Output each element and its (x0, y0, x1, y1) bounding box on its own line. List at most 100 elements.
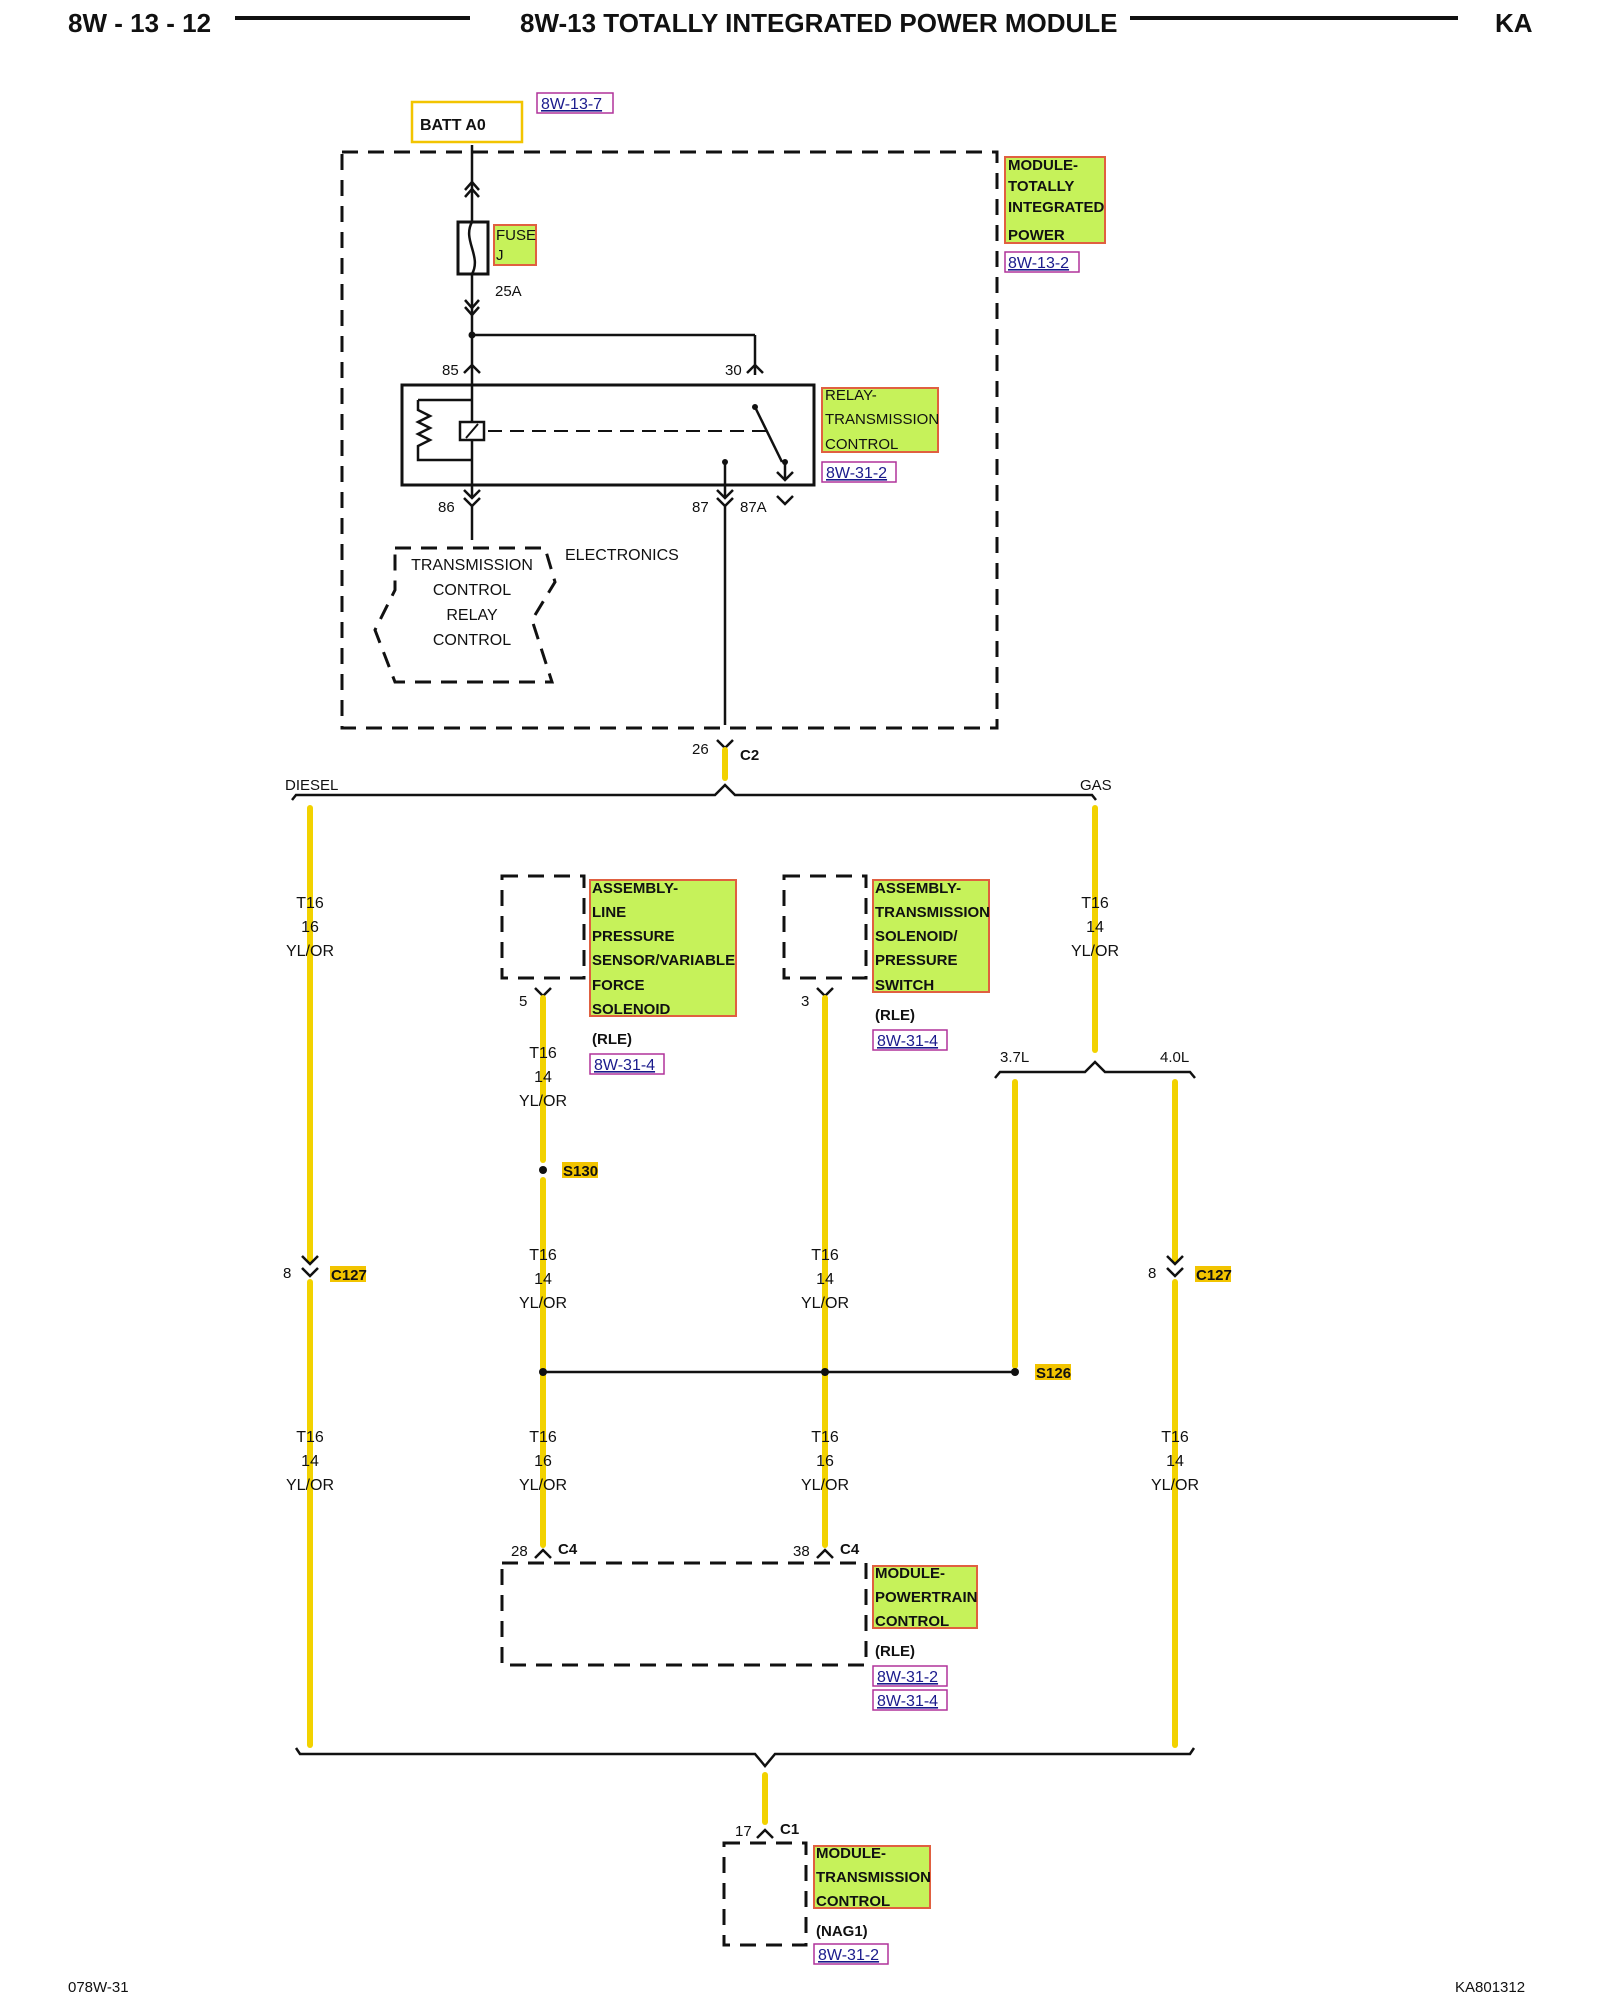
pcm-ref2-link[interactable]: 8W-31-4 (877, 1693, 938, 1710)
gas-upper-gauge: 14 (1086, 919, 1104, 936)
fuse-callout (493, 224, 537, 266)
fuse-rating: 25A (495, 283, 522, 300)
diesel-label: DIESEL (285, 777, 338, 794)
engine-40l-label: 4.0L (1160, 1049, 1189, 1066)
bus-node-mid1 (539, 1368, 547, 1376)
tcm-callout (813, 1845, 931, 1909)
tcm-box (722, 1841, 808, 1947)
lp-pin: 5 (519, 993, 527, 1010)
right-lower-gauge: 14 (1166, 1453, 1184, 1470)
lp-line2: LINE (592, 904, 626, 921)
mid1-mid-gauge: 14 (534, 1271, 552, 1288)
right-lower-circuit: T16 (1161, 1429, 1189, 1446)
resistor-symbol (415, 400, 472, 462)
bottom-merge-bracket (294, 1747, 1196, 1768)
pcm-ref1-link[interactable]: 8W-31-2 (877, 1669, 938, 1686)
tcm-pin: 17 (735, 1823, 752, 1840)
ts-line1: ASSEMBLY- (875, 880, 961, 897)
fuse-label: FUSE (496, 227, 536, 244)
tcrc-line2: CONTROL (433, 582, 511, 599)
pcm-ref2-box (872, 1689, 948, 1711)
c127-right-box (1195, 1266, 1231, 1282)
ts-variant: (RLE) (875, 1007, 915, 1024)
power-module-line1: MODULE- (1008, 157, 1078, 174)
left-upper-gauge: 16 (301, 919, 319, 936)
tcm-ref-box (813, 1943, 889, 1965)
tcrc-line1: TRANSMISSION (411, 557, 533, 574)
c127-right-terminal (1166, 1255, 1184, 1278)
mid2-mid-gauge: 14 (816, 1271, 834, 1288)
power-module-box (340, 150, 999, 730)
pcm-pin1-terminal (534, 1548, 552, 1559)
fuse-top-terminal (464, 180, 480, 198)
ts-switch-box (782, 874, 868, 980)
vehicle-code: KA (1495, 8, 1533, 38)
pcm-pin2-terminal (816, 1548, 834, 1559)
engine-37l-label: 3.7L (1000, 1049, 1029, 1066)
s126-label: S126 (1036, 1365, 1071, 1382)
ts-terminal (816, 987, 834, 998)
page-title: 8W-13 TOTALLY INTEGRATED POWER MODULE (520, 8, 1118, 38)
engine-split-bracket (994, 1060, 1196, 1079)
tcm-line2: TRANSMISSION (816, 1869, 931, 1886)
tcrc-electronics-block (373, 546, 557, 684)
tcm-ref-link[interactable]: 8W-31-2 (818, 1947, 879, 1964)
left-upper-circuit: T16 (296, 895, 324, 912)
c127-right-pin: 8 (1148, 1265, 1156, 1282)
relay-bottom-terminals (463, 471, 794, 500)
power-module-ref-box (1004, 251, 1080, 273)
tcm-terminal (756, 1828, 774, 1839)
power-module-line4: POWER (1008, 227, 1065, 244)
left-upper-color: YL/OR (286, 943, 334, 960)
power-module-line3: INTEGRATED (1008, 199, 1105, 216)
batt-ref-box (536, 92, 614, 114)
left-lower-gauge: 14 (301, 1453, 319, 1470)
batt-ref-link[interactable]: 8W-13-7 (541, 96, 602, 113)
footer-right: KA801312 (1455, 1979, 1525, 1996)
tcrc-line4: CONTROL (433, 632, 511, 649)
pin87a-terminal (776, 495, 794, 506)
lp-ref-link[interactable]: 8W-31-4 (594, 1057, 655, 1074)
relay-pin-86: 86 (438, 499, 455, 516)
pcm-conn2: C4 (840, 1541, 860, 1558)
relay-switch-arm (753, 406, 784, 463)
s130-splice (539, 1166, 547, 1174)
relay-ref-link[interactable]: 8W-31-2 (826, 465, 887, 482)
lp-line5: FORCE (592, 977, 645, 994)
tcm-line1: MODULE- (816, 1845, 886, 1862)
diesel-gas-bracket (291, 783, 1097, 801)
pcm-line2: POWERTRAIN (875, 1589, 978, 1606)
pcm-line1: MODULE- (875, 1565, 945, 1582)
mid2-lower-circuit: T16 (811, 1429, 839, 1446)
pcm-variant: (RLE) (875, 1643, 915, 1660)
gas-upper-color: YL/OR (1071, 943, 1119, 960)
s130-box (562, 1162, 598, 1178)
bus-node-37l (1011, 1368, 1019, 1376)
c127-left-label: C127 (331, 1267, 367, 1284)
relay-pin-87: 87 (692, 499, 709, 516)
pcm-box (500, 1561, 868, 1667)
ts-ref-link[interactable]: 8W-31-4 (877, 1033, 938, 1050)
pcm-callout (872, 1565, 978, 1629)
lp-sensor-box (500, 874, 586, 980)
c2-terminal (716, 739, 734, 750)
pcm-line3: CONTROL (875, 1613, 949, 1630)
c127-left-terminal (301, 1255, 319, 1278)
power-module-ref-link[interactable]: 8W-13-2 (1008, 255, 1069, 272)
batt-box (410, 100, 524, 144)
ts-switch-callout (872, 879, 990, 993)
pcm-conn1: C4 (558, 1541, 578, 1558)
s126-box (1035, 1364, 1071, 1380)
relay-line3: CONTROL (825, 436, 898, 453)
ts-line3: SOLENOID/ (875, 928, 958, 945)
mid2-lower-gauge: 16 (816, 1453, 834, 1470)
mid1-lower-color: YL/OR (519, 1477, 567, 1494)
left-lower-color: YL/OR (286, 1477, 334, 1494)
relay-pin-85: 85 (442, 362, 459, 379)
lp-sensor-callout (589, 879, 737, 1017)
lp-line6: SOLENOID (592, 1001, 671, 1018)
right-lower-color: YL/OR (1151, 1477, 1199, 1494)
ts-line2: TRANSMISSION (875, 904, 990, 921)
pin85-terminal (463, 363, 481, 374)
